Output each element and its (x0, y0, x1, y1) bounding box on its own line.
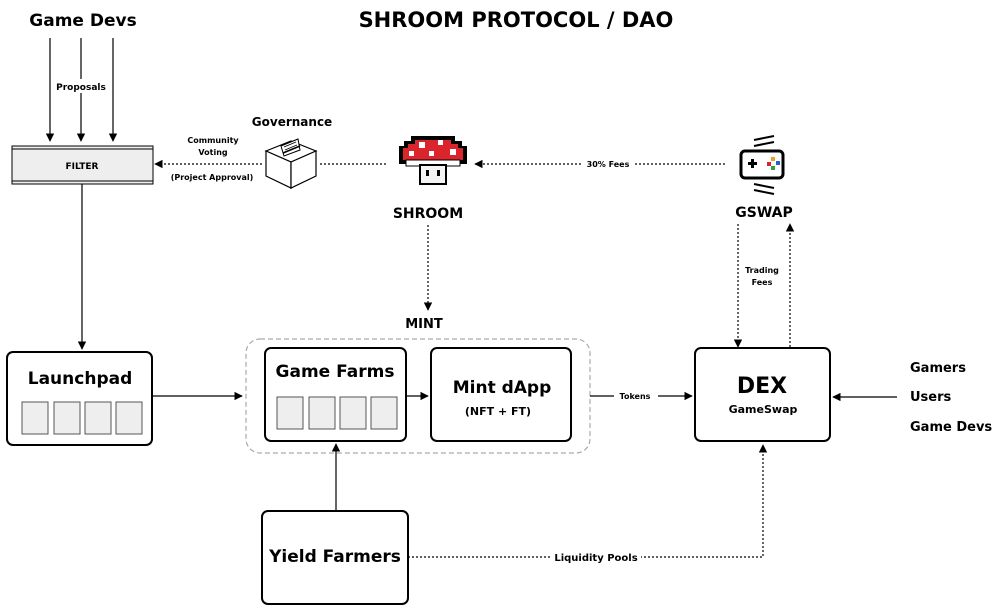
game-devs-right-label: Game Devs (910, 420, 992, 435)
liquidity-pools-label: Liquidity Pools (554, 553, 637, 564)
project-approval-label: (Project Approval) (171, 173, 254, 182)
gamepad-icon (739, 135, 785, 195)
diagram-title: SHROOM PROTOCOL / DAO (359, 8, 674, 32)
fees-30-label: 30% Fees (587, 160, 630, 169)
game-farms-label: Game Farms (276, 362, 395, 382)
yield-farmers-box: Yield Farmers (261, 510, 409, 605)
governance-label: Governance (252, 115, 332, 129)
mint-dapp-box: Mint dApp (NFT + FT) (430, 347, 572, 442)
community-voting-label-1: Community (187, 136, 239, 145)
game-devs-top-label: Game Devs (29, 11, 136, 31)
gamers-label: Gamers (910, 361, 966, 376)
users-label: Users (910, 390, 952, 405)
dex-label: DEX (737, 374, 787, 399)
mint-label: MINT (405, 317, 443, 332)
filter-label: FILTER (66, 162, 99, 172)
liquidity-pools-arrow (408, 444, 768, 558)
trading-fees-label-2: Fees (752, 278, 773, 287)
launchpad-label: Launchpad (28, 369, 133, 389)
trading-fees-label-1: Trading (745, 266, 779, 275)
yield-farmers-label: Yield Farmers (268, 547, 401, 567)
mint-dapp-label: Mint dApp (453, 378, 552, 398)
proposals-label: Proposals (56, 83, 106, 93)
game-farms-box: Game Farms (264, 347, 407, 442)
filter-bar: FILTER (11, 145, 154, 185)
ballot-box-icon (264, 138, 318, 189)
dex-sub-label: GameSwap (729, 403, 798, 416)
mushroom-icon (399, 136, 467, 185)
shroom-label: SHROOM (393, 206, 463, 222)
dex-box: DEX GameSwap (694, 347, 831, 442)
mint-dapp-sub-label: (NFT + FT) (465, 405, 531, 418)
launchpad-box: Launchpad (6, 351, 153, 446)
community-voting-label-2: Voting (198, 148, 228, 157)
gswap-label: GSWAP (735, 205, 792, 221)
tokens-label: Tokens (620, 392, 651, 401)
